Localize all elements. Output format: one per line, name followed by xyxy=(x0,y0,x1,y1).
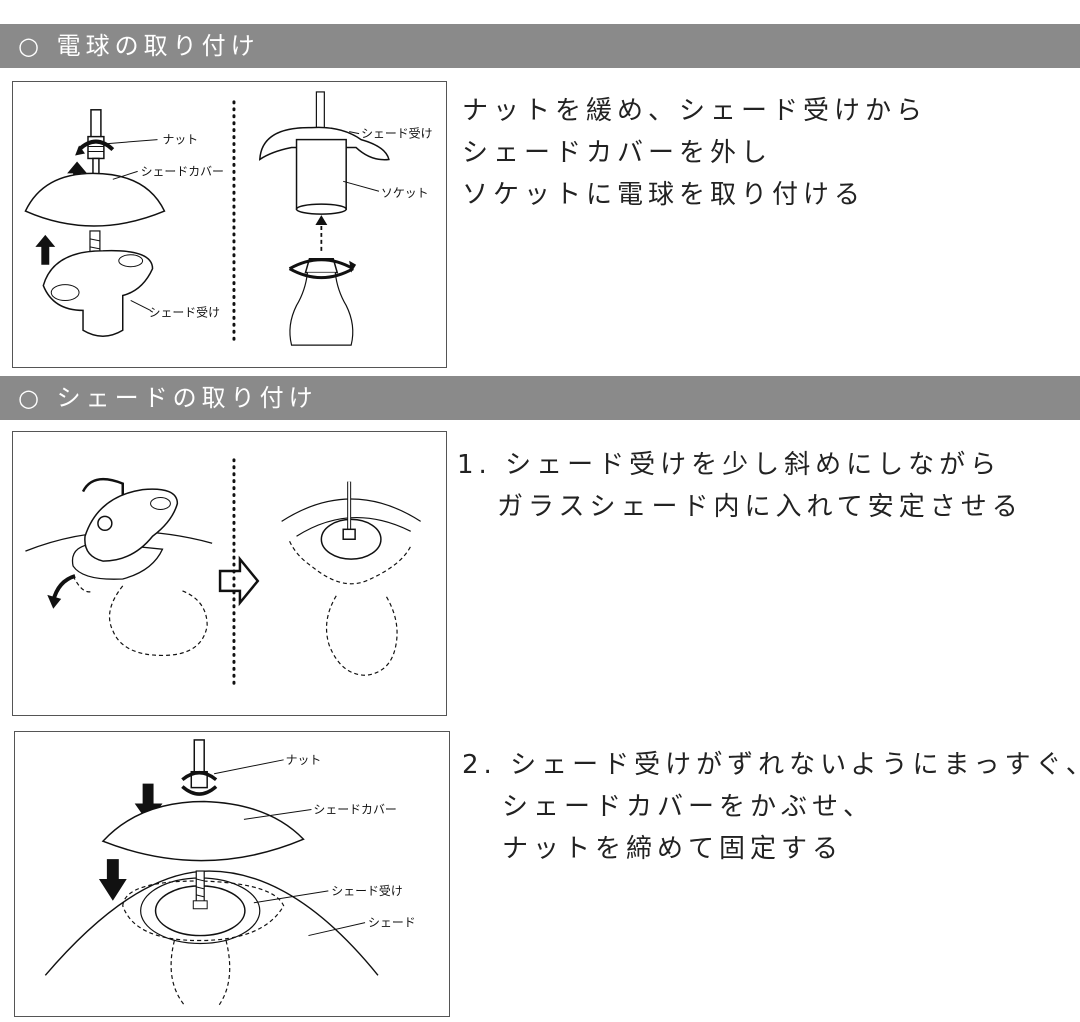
shade-step1-illustration xyxy=(12,431,447,716)
shade-step1-diagram xyxy=(25,458,421,690)
label-shade-cover: シェードカバー xyxy=(141,164,224,178)
step1-instructions: 1. シェード受けを少し斜めにしながら ガラスシェード内に入れて安定させる xyxy=(457,444,1023,528)
tighten-arrow-icon xyxy=(181,785,218,796)
bulb-install-diagram: ナット シェードカバー シェード受け シェード受け ソケット xyxy=(24,91,433,347)
shade-holder-shape xyxy=(42,249,154,337)
label-nut-step2: ナット xyxy=(286,753,322,767)
label-shade-cover-step2: シェードカバー xyxy=(313,802,396,816)
label-shade-holder-step2: シェード受け xyxy=(331,884,402,898)
bulb-instructions: ナットを緩め、シェード受けから シェードカバーを外し ソケットに電球を取り付ける xyxy=(462,90,927,216)
shade-step2-diagram: ナット シェードカバー シェード受け シェード xyxy=(44,739,416,1006)
bulb-outline-dashed xyxy=(108,585,208,657)
bulb-shape xyxy=(289,272,354,346)
glass-shade-shape xyxy=(44,870,379,976)
label-socket: ソケット xyxy=(381,186,429,200)
label-shade-step2: シェード xyxy=(368,916,416,930)
step2-line-2: シェードカバーをかぶせ、 xyxy=(502,792,875,822)
next-step-arrow-icon xyxy=(218,555,260,607)
bulb-instruction-line-2: シェードカバーを外し xyxy=(462,138,773,168)
step1-line-1: 1. シェード受けを少し斜めにしながら xyxy=(457,450,1002,480)
socket-shape xyxy=(295,138,347,210)
shade-cover-shape xyxy=(24,172,166,227)
bulb-install-illustration: ナット シェードカバー シェード受け シェード受け ソケット xyxy=(12,81,447,368)
label-shade-holder-left: シェード受け xyxy=(149,305,220,319)
bulb-instruction-line-3: ソケットに電球を取り付ける xyxy=(462,180,866,210)
section-header-shade: ○ シェードの取り付け xyxy=(0,376,1080,420)
label-shade-holder-right: シェード受け xyxy=(361,127,432,141)
step2-line-1: 2. シェード受けがずれないようにまっすぐ、 xyxy=(462,750,1080,780)
section-header-bulb: ○ 電球の取り付け xyxy=(0,24,1080,68)
shade-step2-illustration: ナット シェードカバー シェード受け シェード xyxy=(14,731,450,1017)
step1-line-2: ガラスシェード内に入れて安定させる xyxy=(497,492,1023,522)
step2-instructions: 2. シェード受けがずれないようにまっすぐ、 シェードカバーをかぶせ、 ナットを… xyxy=(462,744,1080,870)
tilt-arrow-icon xyxy=(47,594,62,609)
bulb-instruction-line-1: ナットを緩め、シェード受けから xyxy=(462,96,928,126)
step2-line-3: ナットを締めて固定する xyxy=(502,834,844,864)
label-nut: ナット xyxy=(162,133,198,147)
shade-cover-step2-shape xyxy=(101,800,305,862)
rotate-arrow-icon xyxy=(77,139,115,152)
